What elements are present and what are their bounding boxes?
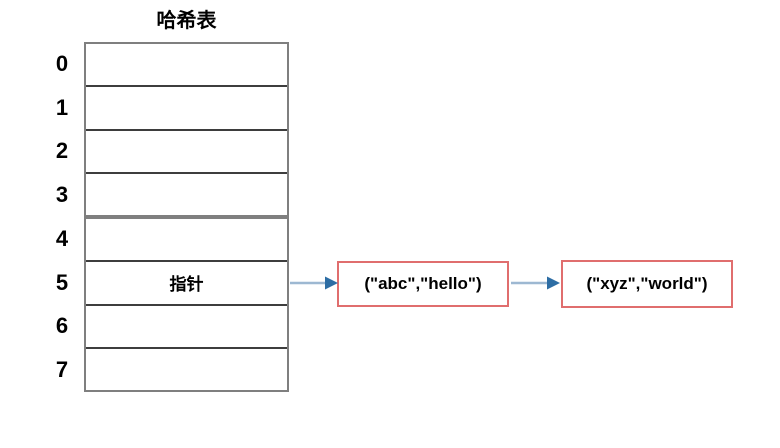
bucket-index-5: 5 xyxy=(55,269,69,295)
bucket-index-3: 3 xyxy=(55,182,69,208)
bucket-index-0: 0 xyxy=(55,50,69,76)
list-node-abc-hello: ("abc","hello") xyxy=(337,261,509,307)
list-node-xyz-world: ("xyz","world") xyxy=(561,260,733,308)
hash-table-upper-group xyxy=(84,42,289,217)
pointer-arrow-bucket5-to-node0 xyxy=(290,276,338,290)
hash-table-cell-2 xyxy=(86,131,287,174)
bucket-index-1: 1 xyxy=(55,94,69,120)
diagram-title: 哈希表 xyxy=(156,10,217,32)
bucket-index-7: 7 xyxy=(55,357,69,383)
hash-table-cell-0 xyxy=(86,44,287,88)
hash-table-lower-group: 指针 xyxy=(84,217,289,392)
hash-table-cell-3 xyxy=(86,174,287,215)
hash-table-cell-6 xyxy=(86,306,287,349)
hash-table-cell-7 xyxy=(86,349,287,390)
hash-table-cell-4 xyxy=(86,219,287,263)
hash-table-cell-1 xyxy=(86,87,287,131)
pointer-arrow-node0-to-node1 xyxy=(511,276,560,290)
bucket-index-column: 0 1 2 3 4 5 6 7 xyxy=(44,42,80,392)
bucket-index-6: 6 xyxy=(55,313,69,339)
hash-table-cell-5-pointer: 指针 xyxy=(86,262,287,306)
bucket-index-4: 4 xyxy=(55,225,69,251)
bucket-index-2: 2 xyxy=(55,138,69,164)
